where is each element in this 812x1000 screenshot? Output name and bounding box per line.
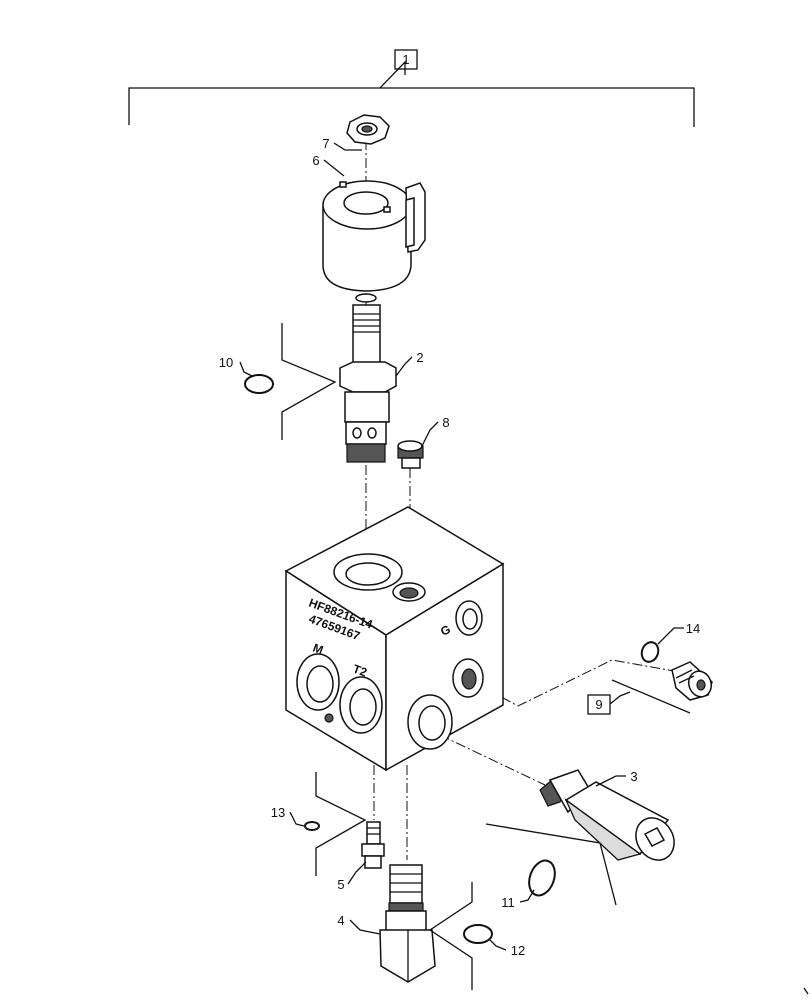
callout-7: 7 xyxy=(322,136,329,151)
port-label-m: M xyxy=(311,641,325,658)
solenoid-coil-part-6 xyxy=(322,180,426,303)
plug-part-8 xyxy=(397,440,424,469)
callout-12: 12 xyxy=(511,943,525,958)
section-markers xyxy=(281,323,691,990)
callout-4: 4 xyxy=(337,913,344,928)
callout-5: 5 xyxy=(337,877,344,892)
callout-13: 13 xyxy=(271,805,285,820)
check-cartridge-part-4 xyxy=(379,864,436,983)
o-ring-part-11 xyxy=(528,859,556,897)
callout-9: 9 xyxy=(595,697,602,712)
callout-14: 14 xyxy=(686,621,700,636)
relief-cartridge-part-3 xyxy=(539,769,675,861)
callout-11: 11 xyxy=(501,895,515,910)
port-label-t2: T2 xyxy=(351,662,369,680)
o-ring-part-14 xyxy=(640,641,660,663)
callout-leaders xyxy=(239,142,684,951)
plug-part-9 xyxy=(671,661,713,701)
o-ring-part-12 xyxy=(463,924,493,944)
callout-6: 6 xyxy=(312,153,319,168)
assembly-label: 1 xyxy=(402,52,409,67)
callout-numbers: 7 6 10 2 8 14 9 3 13 5 11 4 12 xyxy=(219,136,700,958)
o-ring-part-10 xyxy=(244,374,274,394)
callout-box-9 xyxy=(587,694,611,715)
orifice-plug-part-5 xyxy=(361,821,385,869)
valve-body-block: HF88216-14 47659167 M T2 G xyxy=(284,506,505,772)
o-ring-part-13 xyxy=(304,821,320,831)
callout-10: 10 xyxy=(219,355,233,370)
nut-part-7 xyxy=(346,114,390,145)
callout-8: 8 xyxy=(442,415,449,430)
corner-mark xyxy=(803,987,809,995)
callout-3: 3 xyxy=(630,769,637,784)
cartridge-valve-part-2 xyxy=(339,304,397,463)
assembly-bracket: 1 xyxy=(128,49,695,127)
callout-2: 2 xyxy=(416,350,423,365)
